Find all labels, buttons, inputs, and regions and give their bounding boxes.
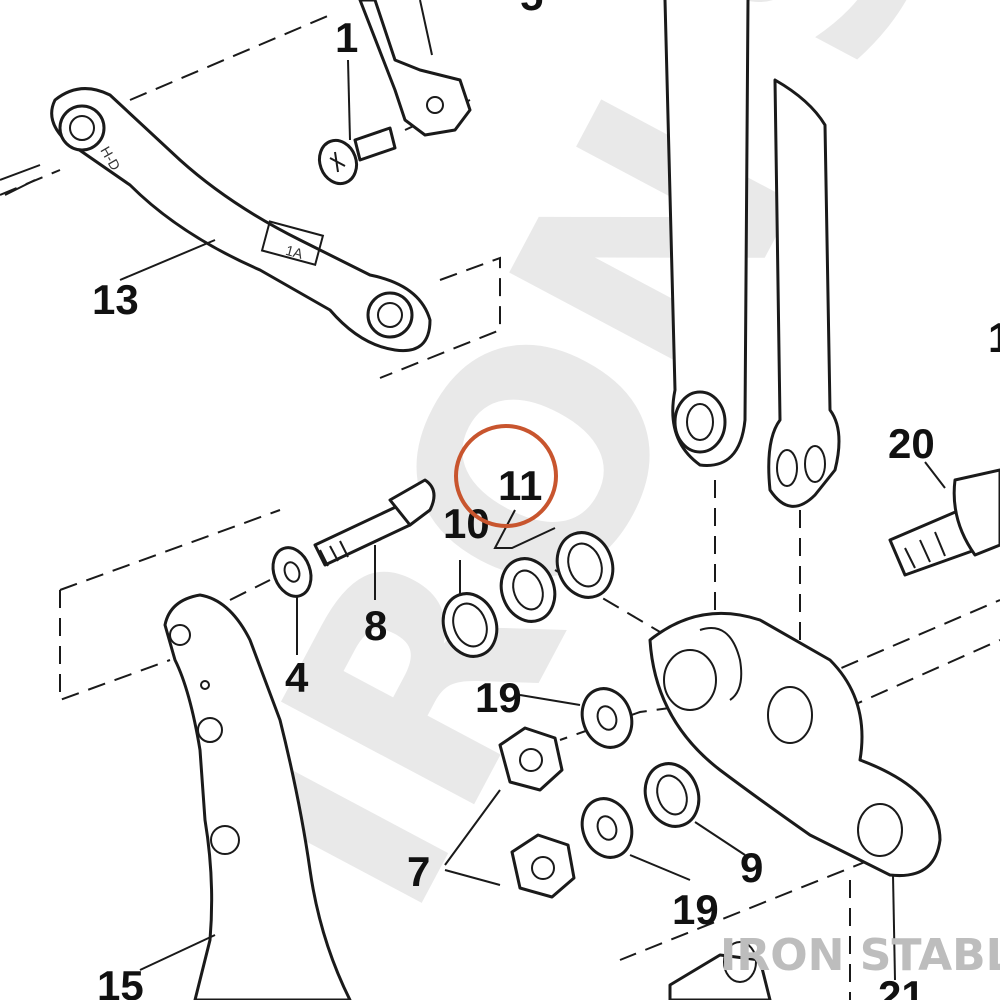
callout-19-upper: 19: [475, 674, 522, 721]
part-20-bolt: [888, 468, 1000, 577]
corner-watermark: IRON STABLE: [720, 930, 1000, 981]
part-9-spacer: [643, 762, 701, 828]
callout-1-edge: 1: [988, 314, 1000, 361]
part-1-bolt: [317, 126, 397, 186]
part-13-link: 1A H-D: [0, 87, 432, 353]
part-19-washer-upper: [580, 687, 634, 749]
link-marking: 1A: [284, 242, 305, 262]
part-7-nut-upper: [498, 726, 564, 792]
part-7-nut-lower: [510, 833, 576, 899]
callout-11: 11: [498, 462, 542, 509]
callout-4: 4: [285, 654, 309, 701]
part-4-washer: [271, 546, 313, 598]
callout-7: 7: [407, 848, 430, 895]
callout-19-lower: 19: [672, 886, 719, 933]
part-21-bracket: [648, 611, 942, 878]
callout-5: 5: [520, 0, 543, 19]
part-5-arm: [358, 0, 472, 137]
callout-20: 20: [888, 420, 935, 467]
fork-legs: [663, 0, 841, 508]
part-15-frame: [163, 593, 352, 1000]
callout-21: 21: [878, 972, 925, 1000]
leader-lines: [119, 59, 946, 981]
bottom-right-spacer: [668, 941, 772, 1000]
callout-13: 13: [92, 276, 139, 323]
callout-8: 8: [364, 602, 387, 649]
part-19-washer-lower: [580, 797, 634, 859]
highlight-circle: [454, 424, 558, 528]
callout-15: 15: [97, 962, 144, 1000]
callout-1: 1: [335, 14, 358, 61]
part-11-bushing: [499, 531, 615, 623]
callouts: 1 5 13 11 10 8 4 19 19 7 9 20 15 21 1: [92, 0, 1000, 1000]
callout-9: 9: [740, 844, 763, 891]
part-8-bolt: [313, 478, 436, 567]
